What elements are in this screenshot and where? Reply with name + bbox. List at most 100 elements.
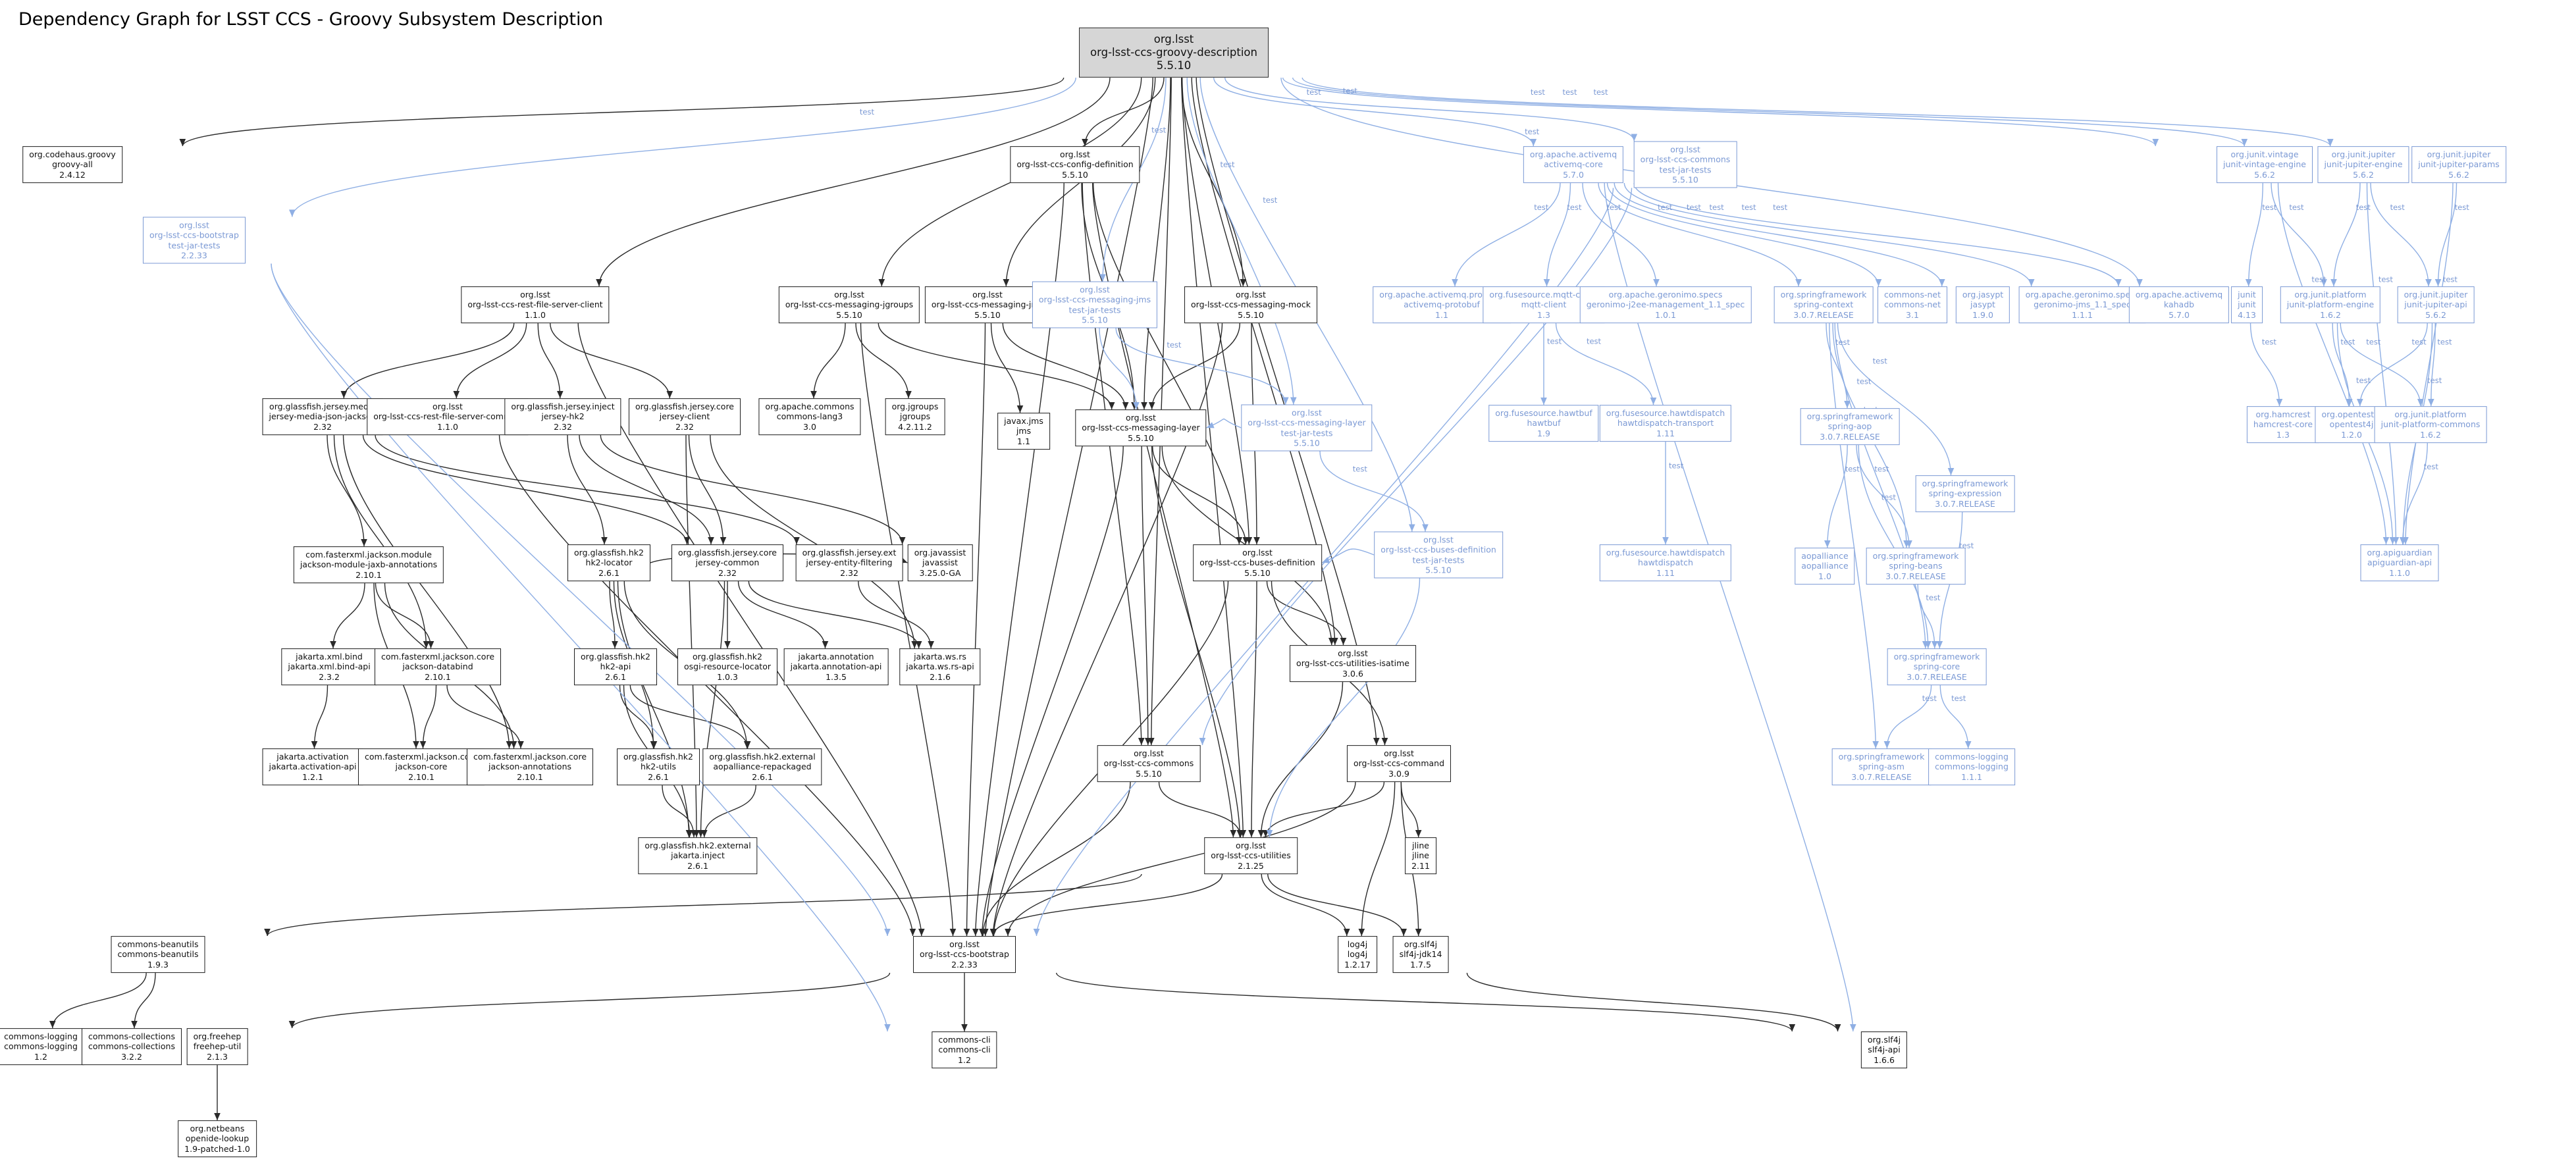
graph-node-label: jakarta.xml.bind-api [288, 661, 371, 672]
edge-label-test: test [2356, 203, 2371, 212]
graph-node-label: org-lsst-ccs-rest-file-server-client [467, 299, 603, 310]
graph-node-label: 1.1 [1017, 436, 1030, 446]
graph-node-label: 4.2.11.2 [898, 421, 932, 432]
dependency-edge [1152, 446, 1249, 545]
edge-label-test: test [1587, 337, 1602, 346]
graph-node-label: jackson-annotations [488, 762, 572, 772]
graph-node-label: jline [1411, 841, 1430, 851]
dependency-edge [1358, 781, 1396, 937]
graph-node-label: org.apache.geronimo.specs [2025, 290, 2140, 300]
graph-node-label: com.fasterxml.jackson.core [364, 752, 479, 762]
graph-node-label: 1.2.0 [2341, 429, 2362, 440]
graph-node-label: org-lsst-ccs-rest-file-server-common [373, 411, 522, 422]
graph-node-label: 1.1.0 [525, 309, 546, 320]
graph-node-label: com.fasterxml.jackson.core [473, 752, 587, 762]
dependency-edge [1186, 77, 1297, 405]
dependency-edge [1181, 77, 1247, 838]
graph-node-label: commons-net [1884, 299, 1941, 310]
dependency-edge [2330, 182, 2361, 287]
graph-node-label: org-lsst-ccs-messaging-layer [1248, 417, 1366, 428]
dependency-edge [2399, 442, 2428, 545]
dependency-edge [1858, 444, 1932, 649]
graph-node-label: junit [2238, 299, 2256, 310]
graph-node-label: 5.6.2 [2254, 169, 2275, 180]
dependency-edge [1856, 444, 1912, 548]
graph-node-label: org.lsst [1670, 144, 1700, 155]
dependency-edge [2271, 182, 2327, 287]
edge-label-test: test [1562, 88, 1577, 97]
graph-node-label: org.glassfish.jersey.core [635, 402, 735, 412]
dependency-edge [2332, 323, 2353, 407]
edge-label-test: test [1593, 88, 1608, 97]
dependency-edge [697, 581, 725, 838]
edge-label-test: test [1835, 338, 1851, 347]
edge-label-test: test [1353, 465, 1368, 474]
graph-node-label: 3.2.2 [121, 1051, 142, 1062]
graph-node-label: org.apiguardian [2367, 548, 2432, 558]
dependency-edge [1266, 578, 1421, 838]
graph-node-label: 2.3.2 [319, 671, 340, 682]
dependency-edge [1555, 323, 1657, 405]
graph-node-label: 5.5.10 [1294, 438, 1320, 448]
dependency-edge [1466, 972, 1841, 1032]
dependency-edge [1633, 182, 2122, 287]
graph-node-label: jersey-common [695, 558, 760, 568]
dependency-edge [1606, 182, 1882, 287]
graph-node-label: jline [1411, 850, 1430, 861]
graph-node-label: org-lsst-ccs-commons [1103, 758, 1194, 769]
dependency-edge [619, 685, 658, 749]
edge-label-test: test [1658, 203, 1673, 212]
dependency-edge [577, 323, 925, 937]
graph-node-label: org.glassfish.hk2 [623, 752, 693, 762]
graph-node-label: 2.1.3 [207, 1051, 228, 1062]
dependency-edge [1321, 548, 1375, 563]
dependency-edge [2340, 323, 2424, 407]
graph-node-label: 3.0 [803, 421, 816, 432]
dependency-edge [1614, 182, 1945, 287]
graph-node-label: 5.6.2 [2353, 169, 2374, 180]
graph-node-label: osgi-resource-locator [684, 661, 771, 672]
graph-node-label: org.junit.jupiter [2404, 290, 2468, 300]
graph-node-label: javassist [922, 558, 959, 568]
graph-node-label: org-lsst-ccs-messaging-layer [1082, 423, 1200, 433]
graph-node-label: commons-collections [88, 1041, 175, 1052]
dependency-edge [288, 972, 891, 1029]
graph-node-label: org.glassfish.jersey.ext [802, 548, 897, 558]
dependency-edge [1261, 873, 1350, 937]
graph-node-label: 2.6.1 [648, 771, 669, 782]
graph-node-label: 2.10.1 [355, 569, 382, 580]
graph-node-label: jms [1016, 426, 1032, 436]
dependency-edge [1148, 323, 1240, 410]
graph-node-label: org.hamcrest [2255, 409, 2311, 420]
graph-node-label: 1.7.5 [1410, 959, 1431, 970]
dependency-edge [700, 785, 756, 838]
dependency-edge [1452, 182, 1561, 287]
graph-node-label: org.springframework [1780, 290, 1867, 300]
graph-node-label: test-jar-tests [1659, 165, 1712, 174]
graph-node-label: 2.4.12 [59, 169, 86, 180]
graph-node-label: org-lsst-ccs-commons [1640, 154, 1731, 165]
graph-node-label: org.lsst [1126, 413, 1156, 423]
edge-label-test: test [2424, 462, 2439, 471]
graph-node-label: 1.3 [2276, 429, 2290, 440]
edge-label-test: test [1151, 126, 1167, 135]
dependency-edge [688, 434, 727, 545]
